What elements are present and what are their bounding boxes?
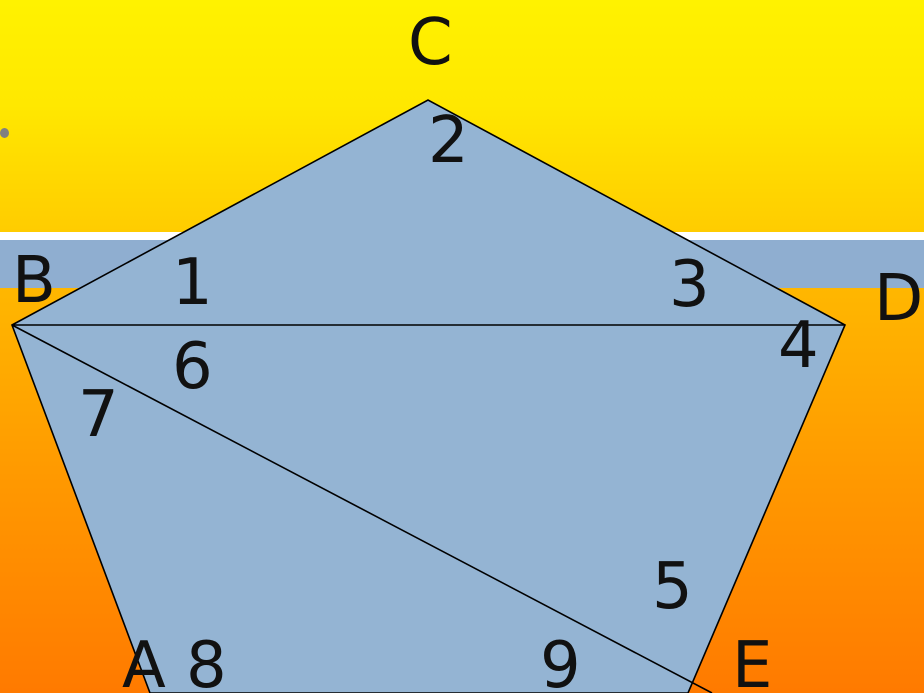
angle-label-7: 7 (78, 378, 119, 452)
angle-label-3: 3 (669, 248, 710, 322)
diagonal-be (11, 324, 713, 693)
vertex-label-c: C (408, 6, 453, 80)
vertex-label-b: B (12, 244, 56, 318)
angle-label-6: 6 (172, 330, 213, 404)
angle-label-2: 2 (428, 104, 469, 178)
angle-label-5: 5 (652, 550, 693, 624)
vertex-label-e: E (732, 629, 772, 693)
angle-label-9: 9 (540, 629, 581, 693)
pentagon-shape (11, 99, 847, 693)
angle-label-4: 4 (778, 309, 819, 383)
angle-label-1: 1 (172, 246, 213, 320)
angle-label-8: 8 (186, 629, 227, 693)
bullet-dot-icon (0, 128, 9, 138)
vertex-label-d: D (874, 262, 923, 336)
vertex-label-a: A (122, 629, 166, 693)
